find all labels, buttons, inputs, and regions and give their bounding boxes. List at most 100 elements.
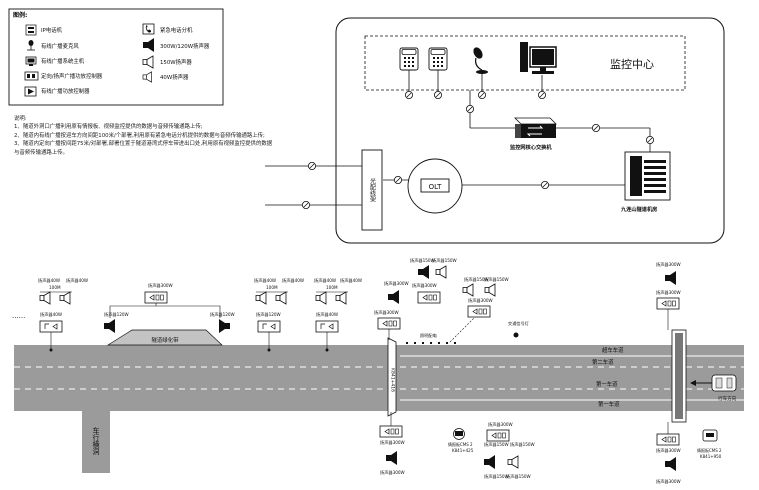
speaker-label: 扬声器150W bbox=[506, 473, 531, 480]
speaker-group-median: 扬声器300W 扬声器120W 扬声器120W bbox=[104, 282, 235, 333]
distance-label: 100M bbox=[49, 285, 61, 290]
lane-markings bbox=[14, 355, 744, 401]
legend-label-controller: 定向/扬声广播功放控制器 bbox=[41, 72, 103, 80]
speaker-label: 扬声器40W bbox=[316, 311, 338, 318]
road-tunnel bbox=[384, 345, 744, 411]
legend-label-speaker-40w: 40W扬声器 bbox=[160, 73, 189, 81]
connector-icon bbox=[301, 91, 654, 210]
speaker-label: 扬声器300W bbox=[380, 439, 405, 446]
speaker-label: 扬声器300W bbox=[656, 289, 681, 296]
speaker-label: 扬声器150W bbox=[484, 441, 509, 448]
lane-label-overtake: 超车车道 bbox=[602, 346, 624, 354]
legend-label-emergency-phone: 紧急电话分机 bbox=[160, 26, 193, 34]
controller-icon bbox=[39, 320, 63, 333]
vehicle-bypass bbox=[82, 411, 110, 473]
speaker-group-right-bottom: 扬声器300W 扬声器300W bbox=[656, 422, 681, 485]
speaker-group-3: 扬声器40W 扬声器40W 100M 扬声器40W bbox=[314, 277, 362, 352]
speaker-label: 扬声器40W bbox=[40, 311, 62, 318]
notes-line-3: 3、隧道内定向广播按间距75米/对部署,部署位置于隧道港湾式停车带进出口处,利用… bbox=[14, 141, 273, 156]
speaker-group-bottom-left: 扬声器300W 扬声器300W bbox=[379, 412, 405, 476]
legend-label-speaker-150w: 150W扬声器 bbox=[160, 58, 192, 66]
power-distribution-label: 照明配电 bbox=[420, 332, 438, 339]
core-switch-label: 监控网核心交换机 bbox=[510, 143, 552, 151]
speaker-120w-icon bbox=[219, 319, 230, 333]
speaker-150w-icon bbox=[462, 283, 474, 297]
road-outside bbox=[14, 345, 384, 411]
speaker-label: 扬声器300W bbox=[412, 282, 437, 289]
speaker-label: 扬声器150W bbox=[484, 276, 509, 283]
portal-mileage-label: K841+416 bbox=[390, 368, 396, 392]
speaker-300w-icon bbox=[386, 451, 397, 465]
speaker-label: 扬声器40W bbox=[254, 277, 276, 284]
amp-controller-icon bbox=[656, 433, 680, 446]
controller-icon bbox=[257, 320, 281, 333]
ip-phone-2-icon bbox=[428, 47, 448, 71]
olt-box bbox=[420, 178, 450, 193]
ip-phone-icon bbox=[25, 24, 37, 36]
speaker-label: 扬声器300W bbox=[656, 261, 681, 268]
odf-box bbox=[361, 149, 383, 231]
server-room-icon bbox=[624, 151, 671, 201]
distance-label: 100M bbox=[266, 285, 278, 290]
speaker-group-right-top: 扬声器300W 扬声器300W bbox=[656, 261, 681, 330]
amp-controller-icon bbox=[377, 317, 401, 330]
speaker-40w-icon bbox=[315, 291, 327, 305]
speaker-300w-icon bbox=[665, 457, 676, 471]
legend-box bbox=[8, 8, 224, 106]
monitoring-center-box bbox=[364, 35, 686, 91]
amp-controller-icon bbox=[144, 291, 168, 304]
info-board-label: 情报板CMS 2 bbox=[448, 441, 473, 447]
speaker-150w-icon bbox=[484, 283, 496, 297]
speaker-40w-icon bbox=[39, 291, 51, 305]
amp-controller-icon bbox=[486, 429, 510, 442]
speaker-label: 扬声器120W bbox=[210, 311, 235, 318]
speaker-label: 扬声器40W bbox=[340, 277, 362, 284]
server-room-label: 九连山隧道机房 bbox=[620, 205, 657, 213]
amp-controller-icon bbox=[417, 291, 441, 304]
legend-title: 图例: bbox=[13, 11, 27, 19]
speaker-label: 扬声器150W bbox=[432, 257, 457, 264]
olt-label: OLT bbox=[429, 183, 442, 191]
green-belt-label: 隧道绿化带 bbox=[152, 336, 180, 344]
arrow-head-icon bbox=[690, 380, 696, 386]
distance-label: 100M bbox=[326, 285, 338, 290]
speaker-label: 扬声器150W bbox=[484, 473, 509, 480]
microphone-icon bbox=[27, 40, 35, 51]
speaker-label: 扬声器300W bbox=[656, 478, 681, 485]
lane-label-second: 第二车道 bbox=[592, 358, 614, 366]
speaker-150w-icon bbox=[507, 455, 519, 469]
speaker-label: 扬声器150W bbox=[464, 276, 489, 283]
speaker-label: 扬声器300W bbox=[468, 297, 493, 304]
legend-label-microphone: 有线广播麦克风 bbox=[41, 42, 79, 50]
info-board-mileage-right: K841+950 bbox=[700, 454, 722, 459]
speaker-300w-icon bbox=[388, 290, 399, 304]
speaker-label: 扬声器40W bbox=[282, 277, 304, 284]
controller-icon bbox=[24, 71, 39, 81]
tunnel-portal-right-fill bbox=[675, 333, 683, 419]
speaker-label: 扬声器150W bbox=[510, 441, 535, 448]
amp-controller-icon bbox=[379, 425, 403, 438]
speaker-label: 扬声器300W bbox=[384, 280, 409, 287]
legend-label-speaker-300w: 300W/120W扬声器 bbox=[160, 42, 210, 50]
speaker-label: 扬声器40W bbox=[66, 277, 88, 284]
odf-label: 光配线架 bbox=[369, 177, 376, 203]
legend-label-ip-phone: IP电话机 bbox=[41, 26, 63, 34]
vehicle-bypass-label: 车行横洞 bbox=[92, 426, 100, 455]
green-belt bbox=[106, 329, 223, 346]
traffic-direction-label: 行车方向 bbox=[718, 395, 737, 402]
broadcast-host-icon bbox=[520, 42, 557, 74]
speaker-group-portal: 扬声器300W 扬声器300W bbox=[374, 280, 409, 340]
emergency-phone-icon bbox=[142, 23, 155, 35]
amp-controller-icon bbox=[656, 297, 680, 310]
speaker-label: 扬声器300W bbox=[380, 469, 405, 476]
amp-controller-icon bbox=[24, 86, 37, 97]
notes-title: 说明: bbox=[14, 116, 27, 122]
speaker-label: 扬声器150W bbox=[410, 257, 435, 264]
tunnel-portal-left bbox=[387, 337, 397, 417]
speaker-40w-icon bbox=[335, 291, 347, 305]
info-board-mileage: K841+425 bbox=[452, 448, 474, 453]
speaker-40w-icon bbox=[59, 291, 71, 305]
lane-label-first-a: 第一车道 bbox=[596, 380, 618, 388]
info-board-bottom: 情报板CMS 2 K841+425 bbox=[448, 428, 474, 453]
